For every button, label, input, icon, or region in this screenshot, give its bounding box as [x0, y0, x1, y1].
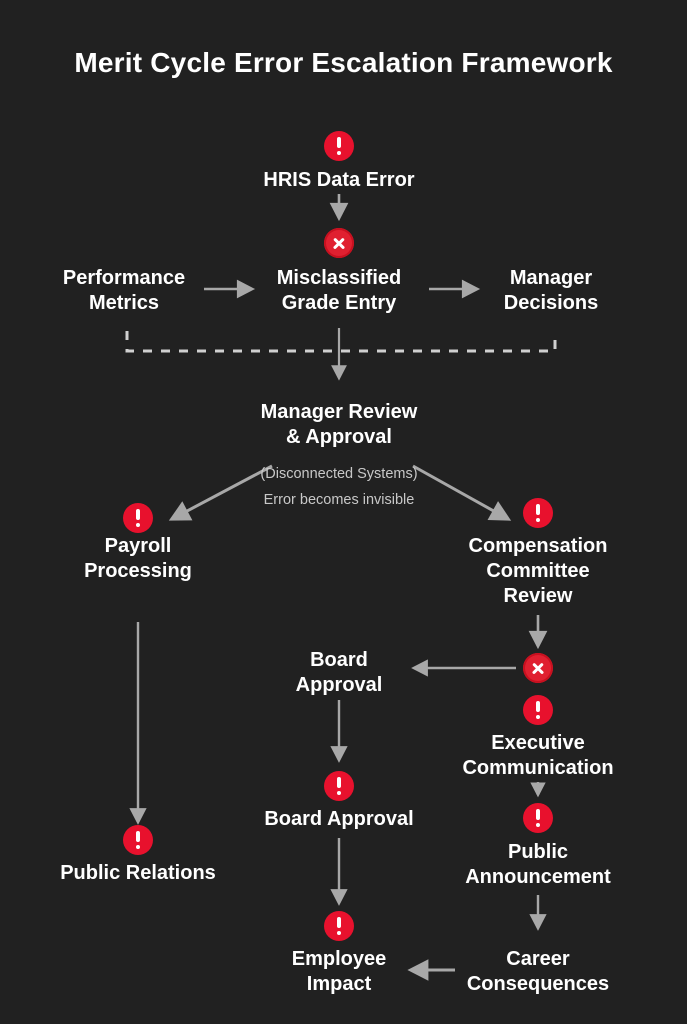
alert-icon-public-announcement [523, 803, 553, 833]
exclamation-glyph [337, 917, 341, 935]
node-payroll-processing[interactable]: Payroll Processing [84, 535, 192, 582]
exclamation-glyph [136, 831, 140, 849]
node-manager-decisions[interactable]: Manager Decisions [503, 267, 599, 314]
alert-icon-employee-impact [324, 911, 354, 941]
node-public-relations[interactable]: Public Relations [60, 862, 216, 884]
exclamation-glyph [337, 137, 341, 155]
node-career-consequences[interactable]: Career Consequences [466, 948, 610, 995]
node-employee-impact[interactable]: Employee Impact [291, 948, 387, 995]
exclamation-glyph [337, 777, 341, 795]
node-compensation-committee-review[interactable]: Compensation Committee Review [468, 535, 608, 607]
node-misclassified-grade-entry[interactable]: Misclassified Grade Entry [276, 267, 402, 314]
node-manager-review-approval[interactable]: Manager Review & Approval [260, 401, 418, 448]
node-board-approval-lower[interactable]: Board Approval [264, 808, 414, 830]
annotation-disconnected-systems: (Disconnected Systems) Error becomes inv… [260, 466, 418, 508]
alert-icon-executive-communication [523, 695, 553, 725]
grouping-bracket-dashed [125, 331, 557, 353]
page-title: Merit Cycle Error Escalation Framework [74, 47, 613, 78]
cross-icon-committee-outcome [523, 653, 553, 683]
node-board-approval-upper[interactable]: Board Approval [295, 649, 383, 696]
x-glyph [530, 660, 546, 676]
cross-icon-misclassified-grade [324, 228, 354, 258]
alert-icon-public-relations [123, 825, 153, 855]
exclamation-glyph [536, 701, 540, 719]
node-public-announcement[interactable]: Public Announcement [465, 841, 611, 888]
alert-icon-compensation-committee [523, 498, 553, 528]
exclamation-glyph [536, 809, 540, 827]
exclamation-glyph [136, 509, 140, 527]
node-hris-data-error[interactable]: HRIS Data Error [263, 169, 415, 191]
alert-icon-hris-data-error [324, 131, 354, 161]
alert-icon-board-approval-lower [324, 771, 354, 801]
x-glyph [331, 235, 347, 251]
node-executive-communication[interactable]: Executive Communication [462, 732, 614, 779]
node-performance-metrics[interactable]: Performance Metrics [62, 267, 186, 314]
alert-icon-payroll-processing [123, 503, 153, 533]
exclamation-glyph [536, 504, 540, 522]
